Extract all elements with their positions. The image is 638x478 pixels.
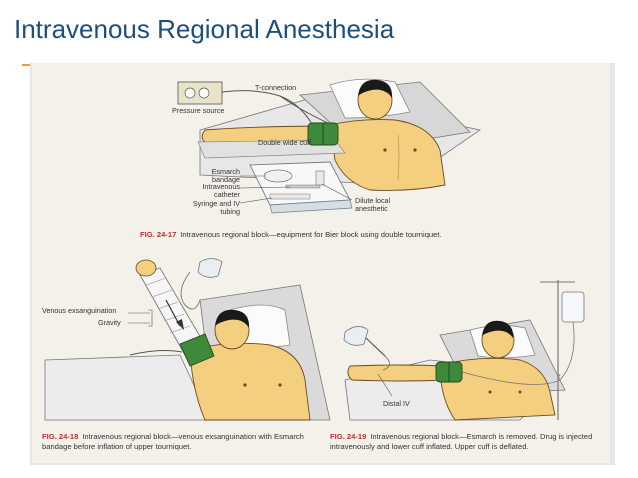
caption-text: Intravenous regional block—Esmarch is re… — [330, 432, 593, 451]
label-venous-exsanguination: Venous exsanguination — [42, 306, 117, 315]
caption-number: FIG. 24-18 — [42, 432, 79, 441]
caption-number: FIG. 24-19 — [330, 432, 367, 441]
label-gravity: Gravity — [98, 318, 121, 327]
figure-3-illustration — [343, 280, 585, 421]
caption-number: FIG. 24-17 — [140, 230, 177, 239]
label-distal-iv: Distal IV — [383, 399, 410, 408]
label-double-wide-cuff: Double wide cuff — [258, 138, 312, 147]
slide-title: Intravenous Regional Anesthesia — [14, 14, 395, 44]
label-dilute-local: Dilute local anesthetic — [355, 196, 391, 213]
figure-2-illustration — [44, 258, 331, 421]
label-iv-catheter: Intravenous catheter — [202, 182, 240, 199]
label-syringe-tubing: Syringe and IV tubing — [192, 199, 240, 216]
caption-text: Intravenous regional block—venous exsang… — [42, 432, 304, 451]
figure-1-illustration — [177, 78, 481, 214]
label-pressure-source: Pressure source — [172, 106, 225, 115]
label-esmarch-bandage: Esmarch bandage — [211, 167, 240, 184]
label-t-connection: T-connection — [255, 83, 297, 92]
caption-text: Intravenous regional block—equipment for… — [180, 230, 442, 239]
